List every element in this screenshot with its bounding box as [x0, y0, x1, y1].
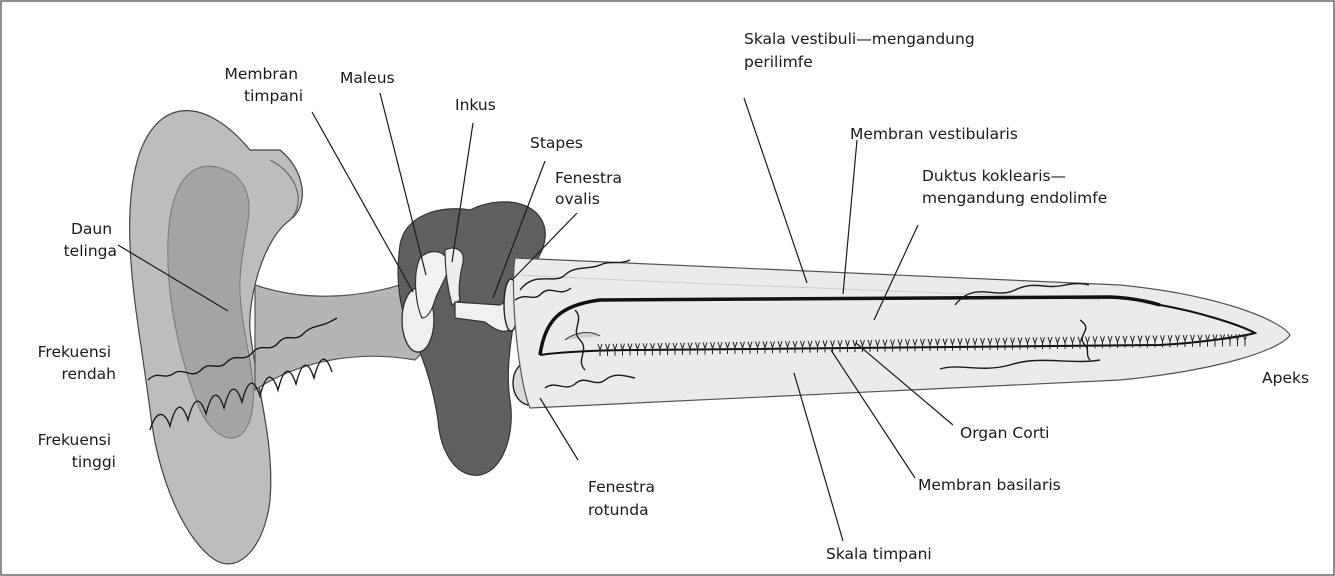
- label-inkus: Inkus: [455, 96, 496, 114]
- label-skala-timpani: Skala timpani: [826, 545, 932, 563]
- label-organ-corti: Organ Corti: [960, 424, 1049, 442]
- label-stapes: Stapes: [530, 134, 583, 152]
- label-maleus: Maleus: [340, 69, 395, 87]
- label-apeks: Apeks: [1262, 369, 1309, 387]
- label-membran-basilaris: Membran basilaris: [918, 476, 1061, 494]
- label-membran-vestibularis: Membran vestibularis: [850, 125, 1018, 143]
